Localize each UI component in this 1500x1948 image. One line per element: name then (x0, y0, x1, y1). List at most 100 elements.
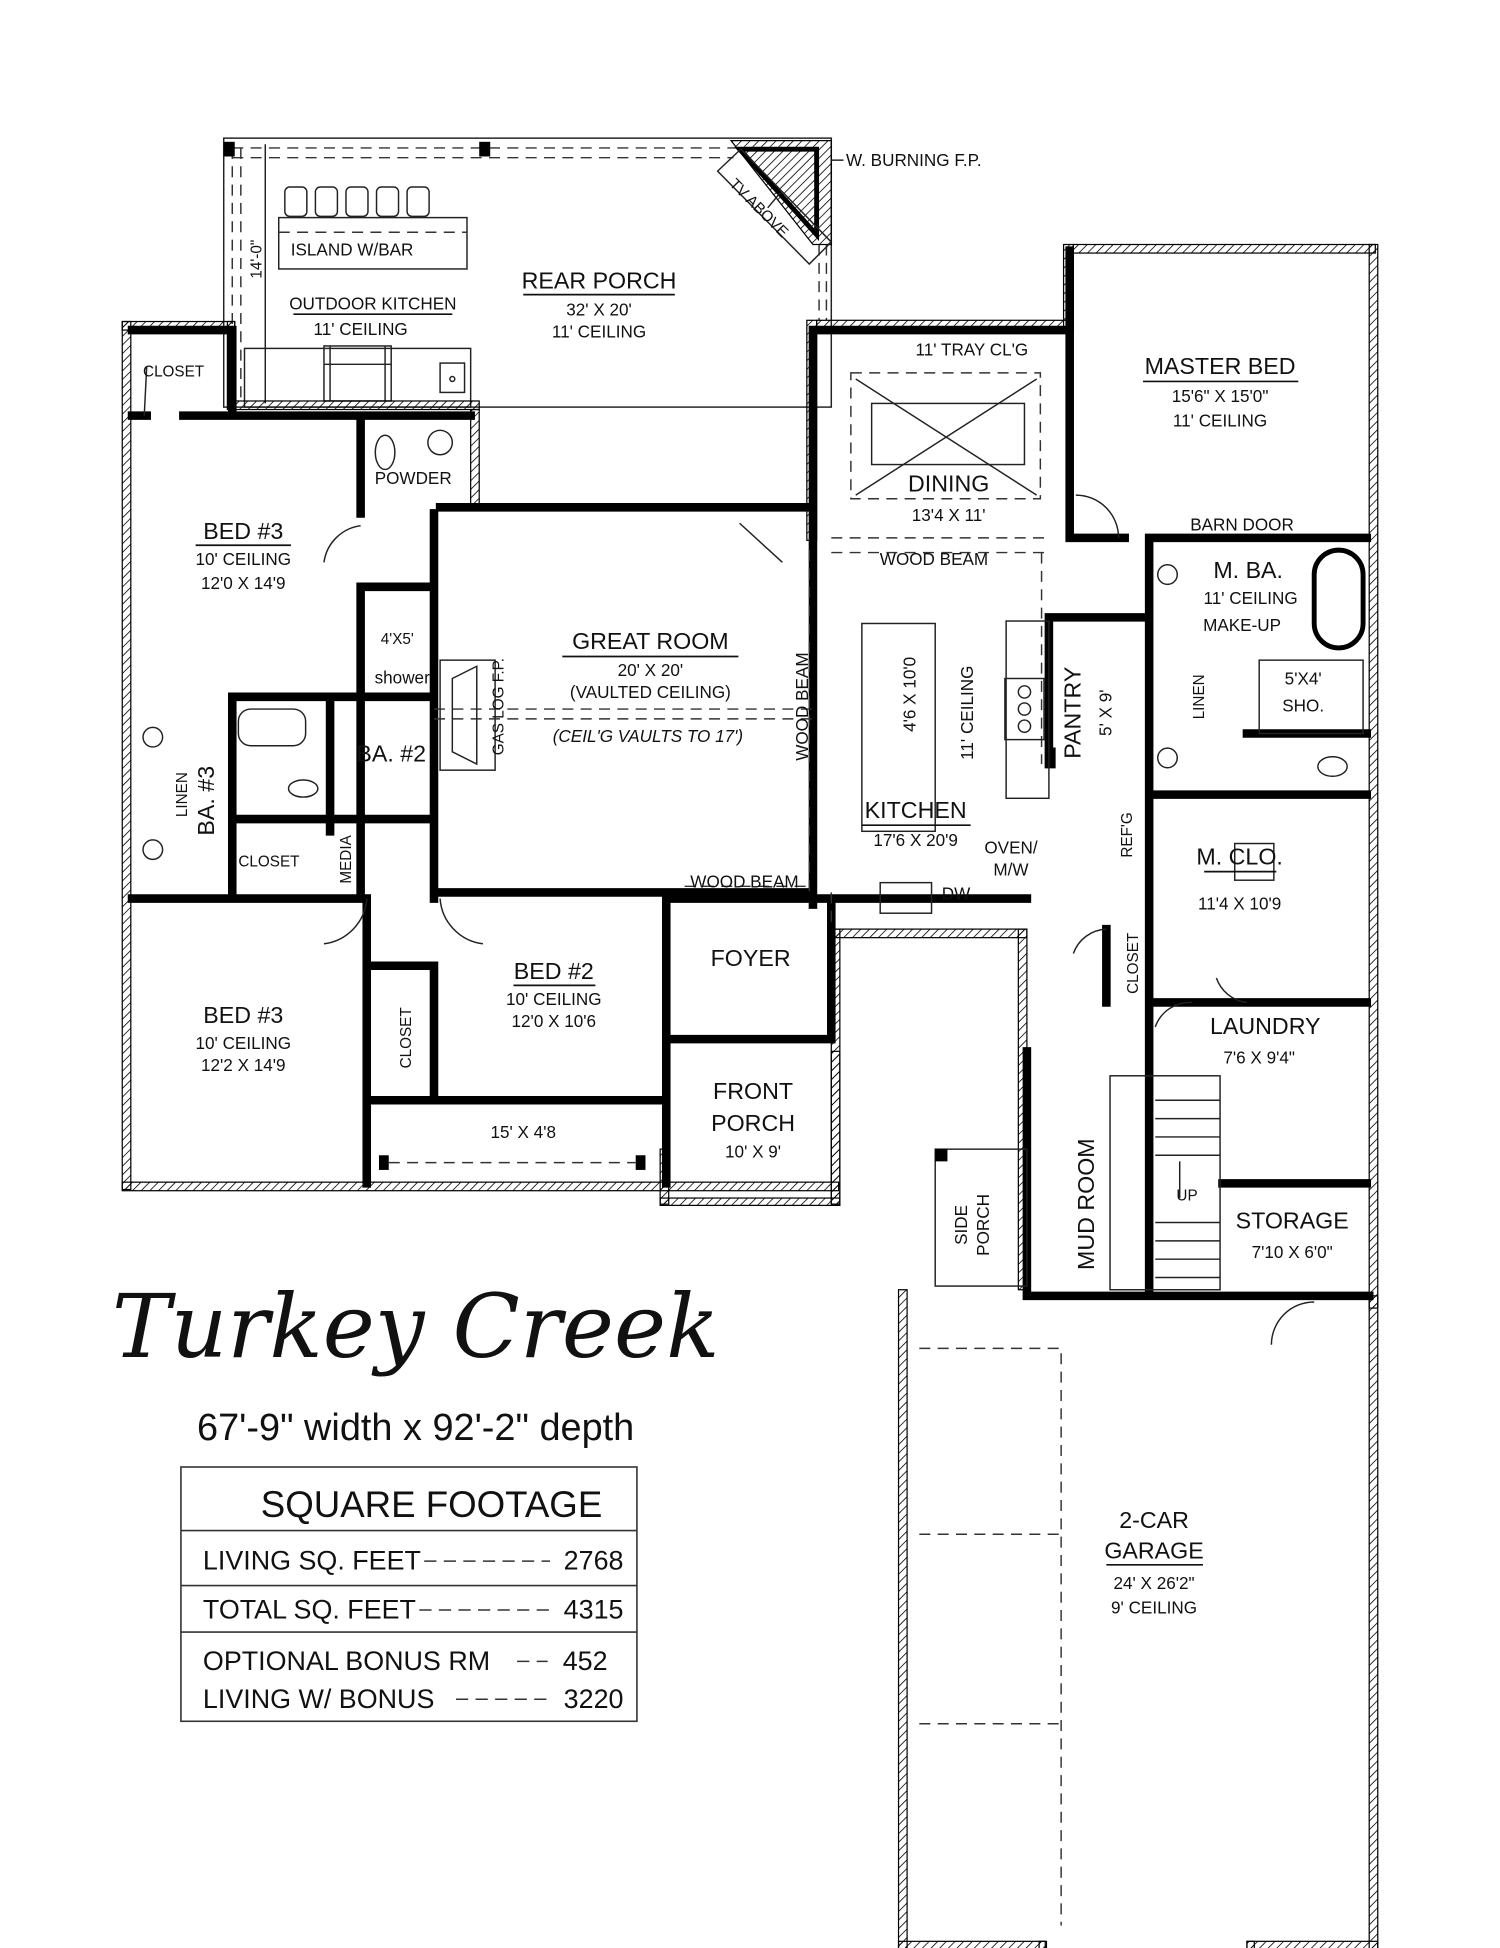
garage-size: 24' X 26'2" (1113, 1574, 1194, 1593)
mud-closet-label: CLOSET (1125, 933, 1142, 994)
master-closet-label: M. CLO. (1196, 843, 1282, 869)
plan-title: Turkey Creek (112, 1275, 720, 1378)
gas-fp-label: GAS LOG F.P. (491, 658, 508, 755)
pantry-size: 5' X 9' (1096, 689, 1115, 735)
master-shower-size: 5'X4' (1285, 670, 1322, 689)
toilet-icon (1317, 755, 1348, 778)
great-room-label: GREAT ROOM (572, 628, 729, 654)
cooktop-icon (1004, 677, 1045, 741)
storage-size: 7'10 X 6'0" (1252, 1243, 1333, 1262)
kitchen-island (861, 622, 936, 833)
hall-closet-label: CLOSET (238, 854, 299, 871)
pantry-label: PANTRY (1060, 667, 1086, 759)
wood-beam-label: WOOD BEAM (880, 550, 988, 569)
refrigerator-label: REF'G (1119, 812, 1136, 857)
media-label: MEDIA (338, 834, 355, 883)
garage-label: 2-CAR (1119, 1507, 1189, 1533)
dining-size: 13'4 X 11' (912, 506, 986, 525)
bathtub-icon (1311, 547, 1366, 651)
wood-burning-fp-label: W. BURNING F.P. (846, 151, 982, 170)
gas-fireplace-icon (439, 659, 496, 771)
garage-ceiling: 9' CEILING (1111, 1599, 1197, 1618)
bed2-ceiling: 10' CEILING (506, 990, 602, 1009)
kitchen-island-size: 4'6 X 10'0 (901, 657, 920, 732)
master-bed-label: MASTER BED (1145, 353, 1296, 379)
kitchen-size: 17'6 X 20'9 (873, 831, 958, 850)
sink-icon (427, 429, 454, 456)
square-footage-heading: SQUARE FOOTAGE (261, 1484, 603, 1525)
sqft-row-value: 3220 (564, 1684, 624, 1714)
sink-icon (142, 839, 164, 861)
outdoor-kitchen-label: OUTDOOR KITCHEN (289, 294, 456, 313)
front-porch-label-2: PORCH (711, 1110, 795, 1136)
great-room-size: 20' X 20' (618, 661, 684, 680)
sink-icon (1156, 564, 1179, 586)
bed3-lower-size: 12'2 X 14'9 (201, 1056, 286, 1075)
stairs-up-label: UP (1176, 1187, 1197, 1204)
toilet-icon (374, 434, 396, 471)
side-porch-label-2: PORCH (974, 1194, 993, 1256)
plan-dimensions: 67'-9" width x 92'-2" depth (197, 1407, 634, 1449)
sink-icon (142, 726, 164, 748)
sqft-row-label: LIVING SQ. FEET (203, 1546, 421, 1576)
interior-walls (127, 246, 1374, 1926)
tray-ceiling-label: 11' TRAY CL'G (916, 341, 1029, 360)
bar-stools-icon (284, 186, 430, 218)
closet-label: CLOSET (143, 364, 204, 381)
powder-label: POWDER (375, 469, 452, 488)
front-porch-label: FRONT (713, 1078, 793, 1104)
wood-beam-foyer-label: WOOD BEAM (690, 873, 798, 892)
master-bath-ceiling: 11' CEILING (1203, 589, 1297, 608)
bath2-label: BA. #2 (356, 741, 426, 767)
bed3-upper-size: 12'0 X 14'9 (201, 574, 286, 593)
title-block: Turkey Creek 67'-9" width x 92'-2" depth… (112, 1275, 720, 1723)
storage-label: STORAGE (1236, 1208, 1349, 1234)
linen-bath3-label: LINEN (174, 772, 191, 817)
front-porch-size: 10' X 9' (725, 1143, 781, 1162)
master-bed-ceiling: 11' CEILING (1173, 412, 1267, 431)
barn-door-label: BARN DOOR (1190, 516, 1294, 535)
porch-depth-dimension: 14'-0" (249, 240, 266, 279)
dishwasher-label: DW (942, 885, 971, 904)
kitchen-ceiling: 11' CEILING (958, 666, 977, 760)
foyer-label: FOYER (711, 945, 791, 971)
square-footage-table: SQUARE FOOTAGE LIVING SQ. FEET 2768 TOTA… (180, 1466, 638, 1723)
bed2-size: 12'0 X 10'6 (512, 1012, 597, 1031)
island-label: ISLAND W/BAR (291, 241, 414, 260)
grill-icon (323, 345, 392, 402)
sqft-row-label: LIVING W/ BONUS (203, 1684, 434, 1714)
rear-porch-ceiling: 11' CEILING (552, 322, 646, 341)
laundry-size: 7'6 X 9'4" (1223, 1049, 1295, 1068)
master-bath-label: M. BA. (1213, 557, 1283, 583)
shower-label: shower (375, 668, 430, 687)
bathtub-icon (237, 708, 307, 747)
sqft-row-label: OPTIONAL BONUS RM (203, 1646, 490, 1676)
bed3-upper-ceiling: 10' CEILING (196, 550, 292, 569)
rear-porch-label: REAR PORCH (522, 268, 677, 294)
sqft-row-value: 452 (563, 1646, 608, 1676)
porch-size: 15' X 4'8 (490, 1123, 556, 1142)
bath3-label: BA. #3 (193, 766, 219, 836)
bed3-upper-label: BED #3 (203, 518, 283, 544)
master-closet-size: 11'4 X 10'9 (1198, 895, 1281, 914)
great-room-vault-note: (CEIL'G VAULTS TO 17') (553, 727, 743, 746)
dining-tray-ceiling (850, 372, 1042, 500)
toilet-icon (287, 779, 319, 798)
great-room-ceiling: (VAULTED CEILING) (570, 683, 731, 702)
rear-porch-size: 32' X 20' (566, 300, 632, 319)
microwave-label: M/W (993, 860, 1029, 879)
makeup-label: MAKE-UP (1203, 616, 1281, 635)
kitchen-sink-icon (879, 881, 933, 914)
oven-label: OVEN/ (984, 838, 1037, 857)
bed3-lower-ceiling: 10' CEILING (196, 1034, 292, 1053)
sink-icon (1156, 747, 1179, 769)
sqft-row-label: TOTAL SQ. FEET (203, 1595, 416, 1625)
side-porch-label: SIDE (952, 1205, 971, 1245)
dining-table (870, 402, 1026, 466)
sink-icon (439, 362, 466, 394)
master-bed-size: 15'6" X 15'0" (1172, 387, 1269, 406)
stairs (1109, 1075, 1221, 1291)
garage-label-2: GARAGE (1104, 1538, 1203, 1564)
linen-master-label: LINEN (1191, 674, 1208, 719)
